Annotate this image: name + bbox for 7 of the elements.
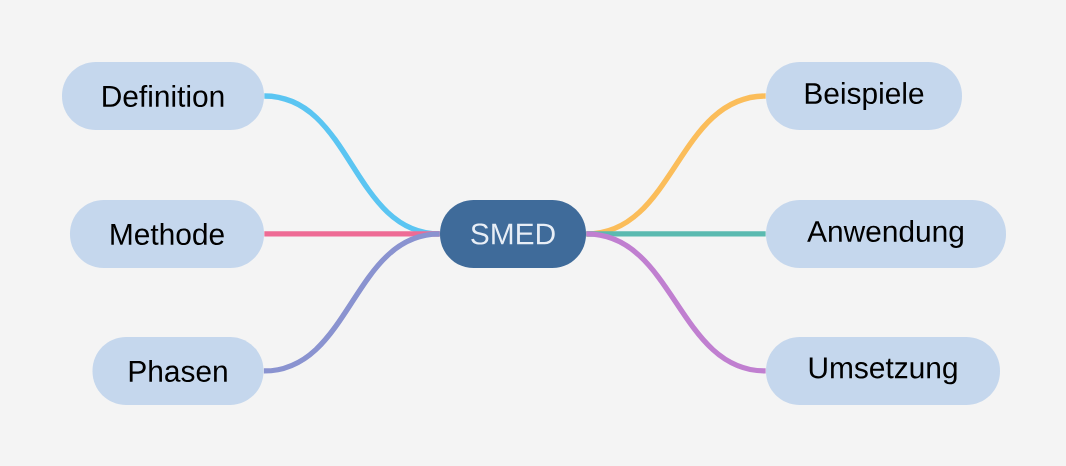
topic-node: Beispiele	[766, 62, 962, 130]
branch-line	[586, 231, 766, 374]
branch-line	[263, 231, 440, 374]
topic-node: Methode	[70, 200, 264, 268]
topic-node: Definition	[62, 62, 264, 130]
topic-node: Umsetzung	[766, 337, 1000, 405]
topic-node: Anwendung	[766, 200, 1006, 268]
